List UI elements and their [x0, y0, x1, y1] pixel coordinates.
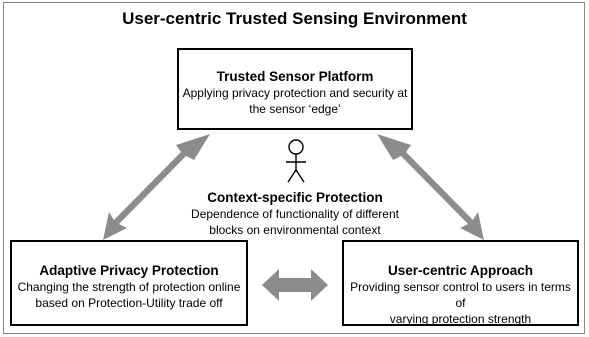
box-description-line: the sensor ‘edge’ — [249, 102, 341, 116]
box-heading: Trusted Sensor Platform — [216, 69, 374, 84]
box-heading: User-centric Approach — [387, 263, 534, 278]
center-description-line: Dependence of functionality of different — [191, 207, 399, 221]
arrow-top-left — [103, 134, 210, 240]
adaptive-privacy-protection-box: Adaptive Privacy Protection Changing the… — [10, 240, 248, 326]
box-description-line: Applying privacy protection and security… — [182, 86, 408, 100]
person-icon — [286, 139, 306, 183]
box-description-line: based on Protection-Utility trade off — [35, 296, 223, 310]
context-specific-protection: Context-specific Protection Dependence o… — [150, 189, 440, 238]
box-description-line: Changing the strength of protection onli… — [17, 280, 241, 294]
arrow-top-right — [377, 134, 484, 240]
user-centric-approach-box: User-centric Approach Providing sensor c… — [342, 240, 579, 326]
center-heading: Context-specific Protection — [207, 190, 383, 205]
box-heading: Adaptive Privacy Protection — [39, 263, 219, 278]
center-description-line: blocks on environmental context — [209, 223, 381, 237]
box-description-line: varying protection strength — [389, 312, 532, 326]
arrow-horizontal — [262, 269, 328, 301]
diagram-title: User-centric Trusted Sensing Environment — [122, 9, 467, 28]
trusted-sensor-platform-box: Trusted Sensor Platform Applying privacy… — [177, 48, 413, 130]
box-description-line: Providing sensor control to users in ter… — [350, 280, 571, 310]
